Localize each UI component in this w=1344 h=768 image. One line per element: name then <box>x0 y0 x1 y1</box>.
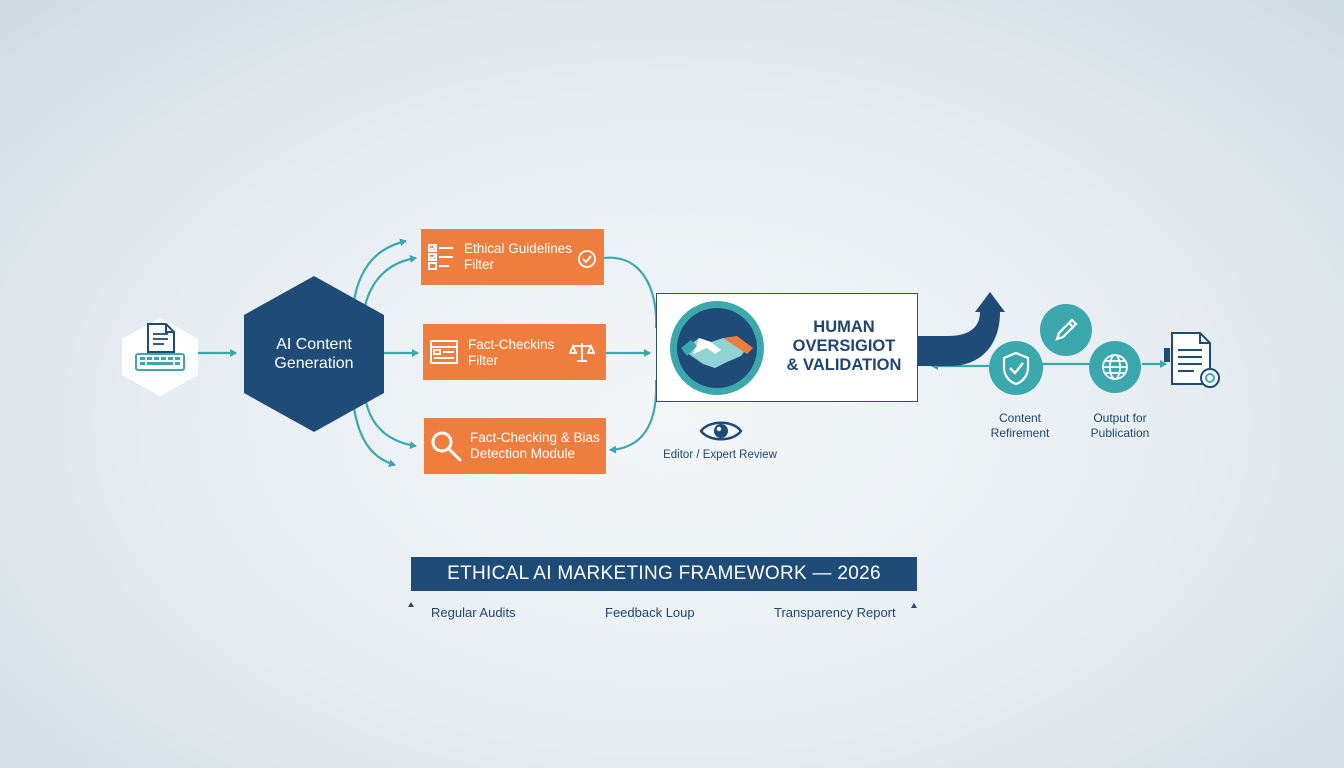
banner-title: ETHICAL AI MARKETING FRAMEWORK — 2026 <box>447 563 881 584</box>
pencil-icon <box>1039 303 1093 362</box>
editor-review-label: Editor / Expert Review <box>663 449 777 461</box>
framework-title-banner: ETHICAL AI MARKETING FRAMEWORK — 2026 <box>411 557 917 591</box>
footer-regular-audits: Regular Audits <box>431 605 516 620</box>
ai-node-line2: Generation <box>274 355 354 372</box>
output-curve-arrow <box>918 292 1005 366</box>
fact-checking-bias-module: Fact-Checking & Bias Detection Module <box>424 418 606 474</box>
footer-right-marker-icon <box>911 603 917 608</box>
eye-icon <box>699 418 743 449</box>
document-keyboard-icon <box>134 322 186 374</box>
scales-icon <box>568 341 596 368</box>
refinement-line1: Content <box>998 411 1042 425</box>
human-line1: HUMAN <box>813 318 875 336</box>
ai-node-line1: AI Content <box>276 336 352 353</box>
human-oversight-title: HUMAN OVERSIGIOT & VALIDATION <box>780 318 908 375</box>
magnifier-icon <box>429 429 463 468</box>
handshake-icon <box>663 298 771 403</box>
globe-icon <box>1088 340 1142 399</box>
human-line2: OVERSIGIOT <box>792 337 896 355</box>
ai-content-generation-node: AI Content Generation <box>244 276 384 432</box>
filter1-line1: Ethical Guidelines <box>464 241 573 256</box>
fact-checkins-filter: Fact-Checkins Filter <box>423 324 606 380</box>
filter3-line1: Fact-Checking & Bias <box>470 430 600 445</box>
footer-left-marker-icon <box>408 602 414 607</box>
publication-line1: Output for <box>1093 411 1147 425</box>
footer-feedback-loop: Feedback Loup <box>605 605 695 620</box>
ethical-guidelines-filter: Ethical Guidelines Filter <box>421 229 604 285</box>
refinement-line2: Refirement <box>990 426 1050 440</box>
filter2-line1: Fact-Checkins <box>468 337 555 352</box>
arrow-ai-to-filter3-inner <box>364 401 417 450</box>
shield-check-icon <box>576 248 598 275</box>
ai-hexagon-shape <box>244 276 384 432</box>
footer-transparency-report: Transparency Report <box>774 605 896 620</box>
filter2-line2: Filter <box>468 353 498 368</box>
filter3-line2: Detection Module <box>470 446 576 461</box>
output-publication-label: Output for Publication <box>1075 411 1165 441</box>
published-document-icon <box>1160 330 1224 397</box>
arrow-ai-to-filter1-inner <box>363 254 417 307</box>
content-refinement-shield-icon <box>988 340 1044 401</box>
arrow-filter1-to-human <box>603 256 658 329</box>
checklist-icon <box>427 242 457 277</box>
human-line3: & VALIDATION <box>786 356 902 374</box>
document-list-icon <box>429 338 459 371</box>
arrow-human-to-filter3 <box>609 379 658 454</box>
filter1-line2: Filter <box>464 257 494 272</box>
publication-line2: Publication <box>1090 426 1150 440</box>
content-refinement-label: Content Refirement <box>975 411 1065 441</box>
